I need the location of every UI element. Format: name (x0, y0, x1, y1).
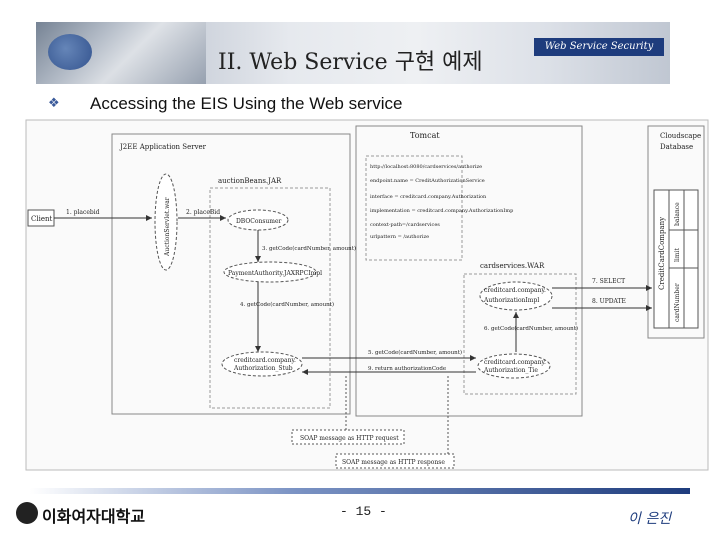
config-line-1: http://localhost:8080/cardservices/autho… (370, 164, 482, 170)
authz-impl-line1: creditcard.company. (484, 287, 546, 294)
table-name: CreditCardCompany (658, 217, 666, 290)
soap-response-box (335, 453, 455, 469)
authz-impl (479, 281, 553, 311)
config-box (365, 155, 463, 261)
soap-request-box (291, 429, 405, 445)
database-label: Database (660, 143, 693, 151)
db-table (653, 189, 699, 329)
bullet-diamond-icon: ❖ (48, 96, 60, 111)
config-line-3: interface = creditcard.company.Authoriza… (370, 194, 487, 200)
section-label: Web Service Security (534, 38, 664, 56)
dbo-consumer (227, 209, 289, 231)
placebid-1-label: 1. placebid (66, 209, 100, 216)
j2ee-server-box (111, 133, 351, 415)
stub-ellipse (221, 351, 303, 377)
auction-jar-label: auctionBeans.JAR (218, 177, 282, 185)
diagram-frame (25, 119, 709, 471)
university-logo: 이화여자대학교 (16, 500, 156, 526)
auction-servlet-label: AuctionServlet.war (164, 197, 171, 257)
university-name: 이화여자대학교 (42, 507, 146, 526)
client-label: Client (31, 215, 52, 223)
return-auth-label: 9. return authorizationCode (368, 366, 446, 372)
column-limit: limit (674, 248, 681, 262)
config-line-4: implementation = creditcard.company.Auth… (370, 208, 513, 214)
author-name: 이 은진 (628, 511, 672, 527)
card-war-label: cardservices.WAR (480, 262, 545, 270)
soap-response-label: SOAP message as HTTP response (342, 459, 445, 466)
tie-ellipse (477, 353, 551, 379)
config-line-5: context-path=/cardservices (370, 222, 440, 228)
config-line-6: urlpattern = /authorize (370, 234, 429, 240)
getcode-6-label: 6. getCode(cardNumber, amount) (484, 325, 578, 332)
select-label: 7. SELECT (592, 278, 625, 285)
payment-proxy-label: PaymentAuthority.JAXRPCImpl (228, 270, 322, 277)
bullet-text: Accessing the EIS Using the Web service (90, 94, 403, 113)
j2ee-server-label: J2EE Application Server (119, 143, 207, 151)
cloudscape-label: Cloudscape (660, 132, 701, 140)
tomcat-box (355, 125, 583, 417)
stub-line2: Authorization_Stub (233, 365, 293, 372)
soap-request-label: SOAP message as HTTP request (300, 435, 399, 442)
payment-proxy (223, 261, 317, 283)
auction-servlet (154, 173, 178, 271)
update-label: 8. UPDATE (592, 298, 626, 305)
tie-line2: Authorization_Tie (483, 367, 538, 374)
getcode-5-label: 5. getCode(cardNumber, amount) (368, 349, 462, 356)
config-line-2: endpoint.name = CreditAuthorizationServi… (370, 178, 485, 184)
getcode-3-label: 3. getCode(cardNumber, amount) (262, 245, 356, 252)
authz-impl-line2: AuthorizationImpl (483, 297, 539, 304)
tie-line1: creditcard.company. (484, 359, 546, 366)
dbo-consumer-label: DBOConsumer (236, 218, 282, 225)
university-emblem-icon (16, 502, 38, 524)
placebid-2-label: 2. placeBid (186, 209, 220, 216)
logo-icon (48, 34, 92, 70)
column-balance: balance (674, 202, 681, 226)
getcode-4-label: 4. getCode(cardNumber, amount) (240, 301, 334, 308)
footer-bar (30, 488, 690, 494)
tomcat-label: Tomcat (410, 131, 440, 140)
stub-line1: creditcard.company. (234, 357, 296, 364)
cloudscape-box (647, 125, 705, 339)
page-number: - 15 - (340, 504, 387, 519)
column-cardnumber: cardNumber (674, 283, 681, 322)
slide-title: II. Web Service 구현 예제 (218, 50, 483, 75)
